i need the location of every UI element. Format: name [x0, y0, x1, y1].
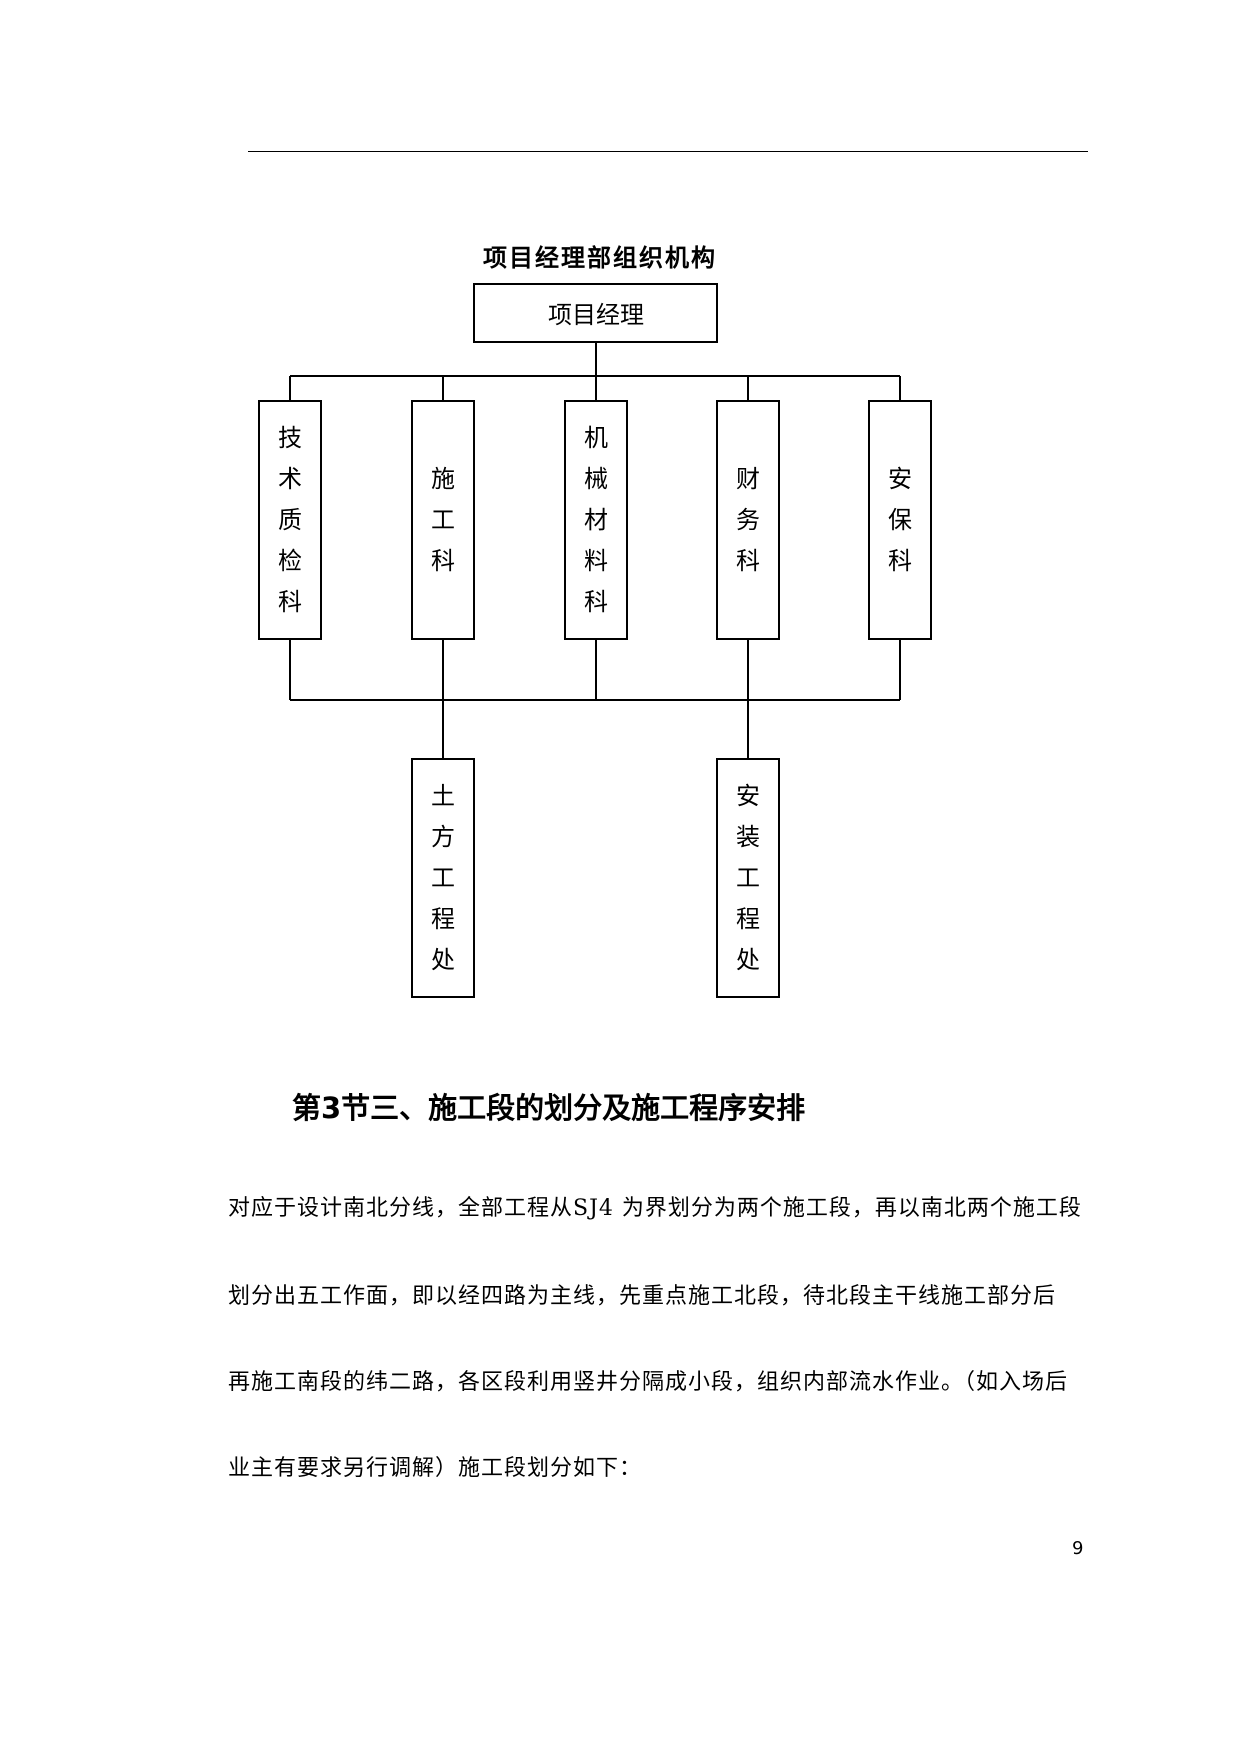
header-rule — [248, 151, 1088, 152]
dept-label: 财务科 — [736, 465, 760, 575]
dept-label: 机械材料科 — [584, 424, 608, 616]
dept-label: 施工科 — [431, 465, 455, 575]
paragraph-line-3: 再施工南段的纬二路，各区段利用竖井分隔成小段，组织内部流水作业。（如入场后 — [228, 1370, 1069, 1395]
section-heading: 第3节三、施工段的划分及施工程序安排 — [292, 1091, 806, 1125]
sub-box — [411, 758, 475, 998]
top-box-label: 项目经理 — [548, 301, 644, 329]
dept-label: 安保科 — [888, 465, 912, 575]
sub-label: 土方工程处 — [431, 782, 455, 974]
paragraph-line-1: 对应于设计南北分线，全部工程从SJ4 为界划分为两个施工段，再以南北两个施工段 — [228, 1196, 1082, 1221]
page-number: 9 — [1072, 1538, 1084, 1559]
paragraph-line-2: 划分出五工作面，即以经四路为主线，先重点施工北段，待北段主干线施工部分后 — [228, 1284, 1057, 1309]
dept-label: 技术质检科 — [278, 424, 302, 616]
org-chart-title: 项目经理部组织机构 — [483, 244, 717, 272]
sub-box — [716, 758, 780, 998]
paragraph-line-4: 业主有要求另行调解）施工段划分如下： — [228, 1456, 643, 1481]
sub-label: 安装工程处 — [736, 782, 760, 974]
